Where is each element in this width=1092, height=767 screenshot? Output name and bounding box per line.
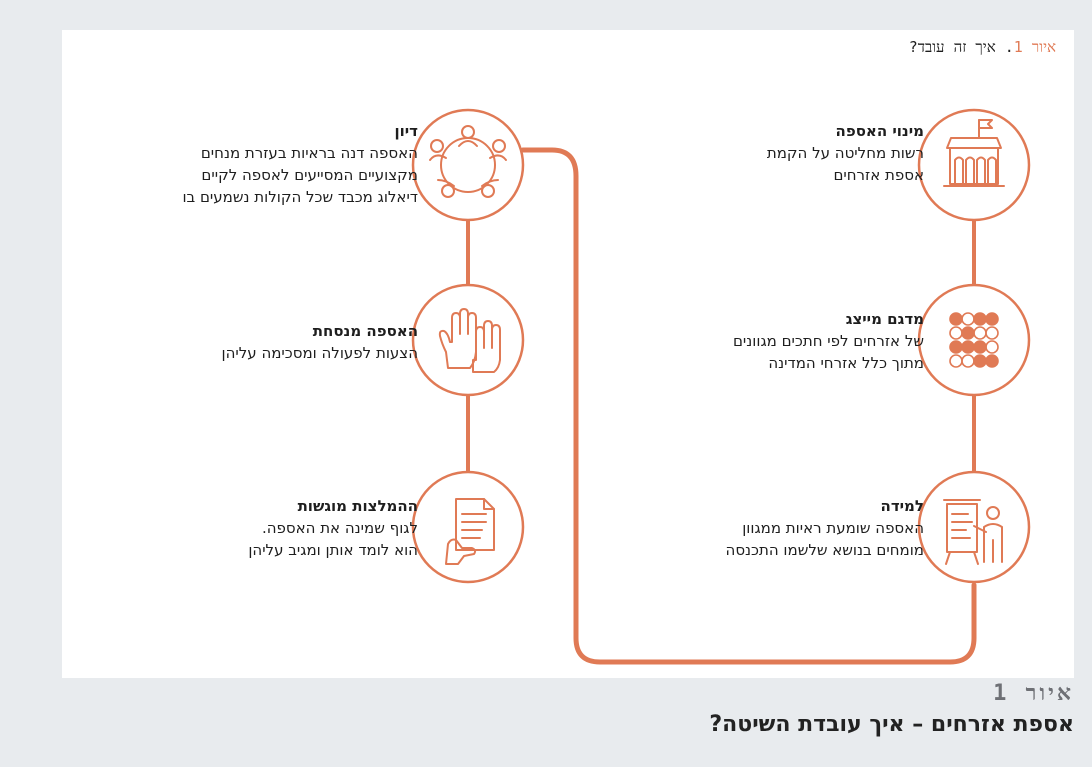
connector-path: [520, 147, 977, 665]
step-discussion: דיון האספה דנה בראיות בעזרת מנחים מקצועי…: [68, 120, 418, 208]
figure-heading: איור 1. איך זה עובד?: [909, 38, 1056, 57]
caption-title: אספת אזרחים – איך עובדת השיטה?: [709, 712, 1074, 737]
step-learning: למידה האספה שומעת ראיות ממגוון מומחים בנ…: [584, 495, 924, 561]
step-appointment: מינוי האספה רשות מחליטה על הקמת אספת אזר…: [584, 120, 924, 186]
people-circle-icon: [429, 125, 507, 198]
step-circle: [411, 108, 525, 222]
step-description: האספה דנה בראיות בעזרת מנחים מקצועיים המ…: [182, 144, 418, 206]
caption-number: איור 1: [993, 681, 1074, 706]
government-building-icon: [943, 119, 1005, 187]
step-title: מינוי האספה: [835, 122, 924, 140]
step-description: הצעות לפעולה ומסכימה עליהן: [221, 344, 418, 362]
step-description: לגוף שמינה את האספה. הוא לומד אותן ומגיב…: [248, 519, 418, 559]
figure-panel: איור 1. איך זה עובד?: [62, 30, 1074, 678]
presentation-board-icon: [943, 499, 1003, 565]
step-description: רשות מחליטה על הקמת אספת אזרחים: [766, 144, 924, 184]
figure-heading-text: . איך זה עובד?: [908, 38, 1014, 56]
step-recommendations: ההמלצות מוגשות לגוף שמינה את האספה. הוא …: [68, 495, 418, 561]
document-hand-icon: [445, 498, 495, 565]
step-description: של אזרחים לפי חתכים מגוונים מתוך כלל אזר…: [732, 332, 924, 372]
process-diagram: [411, 108, 1031, 665]
step-description: האספה שומעת ראיות ממגוון מומחים בנושא של…: [725, 519, 924, 559]
people-grid-icon: [949, 312, 999, 368]
step-title: דיון: [394, 122, 418, 140]
step-title: למידה: [880, 497, 924, 515]
step-circle: [411, 470, 525, 584]
step-title: האספה מנסחת: [312, 322, 418, 340]
step-drafting: האספה מנסחת הצעות לפעולה ומסכימה עליהן: [68, 320, 418, 364]
figure-heading-label: איור: [1031, 38, 1056, 56]
figure-heading-number: 1: [1013, 38, 1023, 56]
step-representative-sample: מדגם מייצג של אזרחים לפי חתכים מגוונים מ…: [584, 308, 924, 374]
step-circle: [411, 283, 525, 397]
step-circle: [917, 283, 1031, 397]
step-title: ההמלצות מוגשות: [297, 497, 418, 515]
step-title: מדגם מייצג: [845, 310, 924, 328]
raised-hands-icon: [438, 308, 501, 373]
